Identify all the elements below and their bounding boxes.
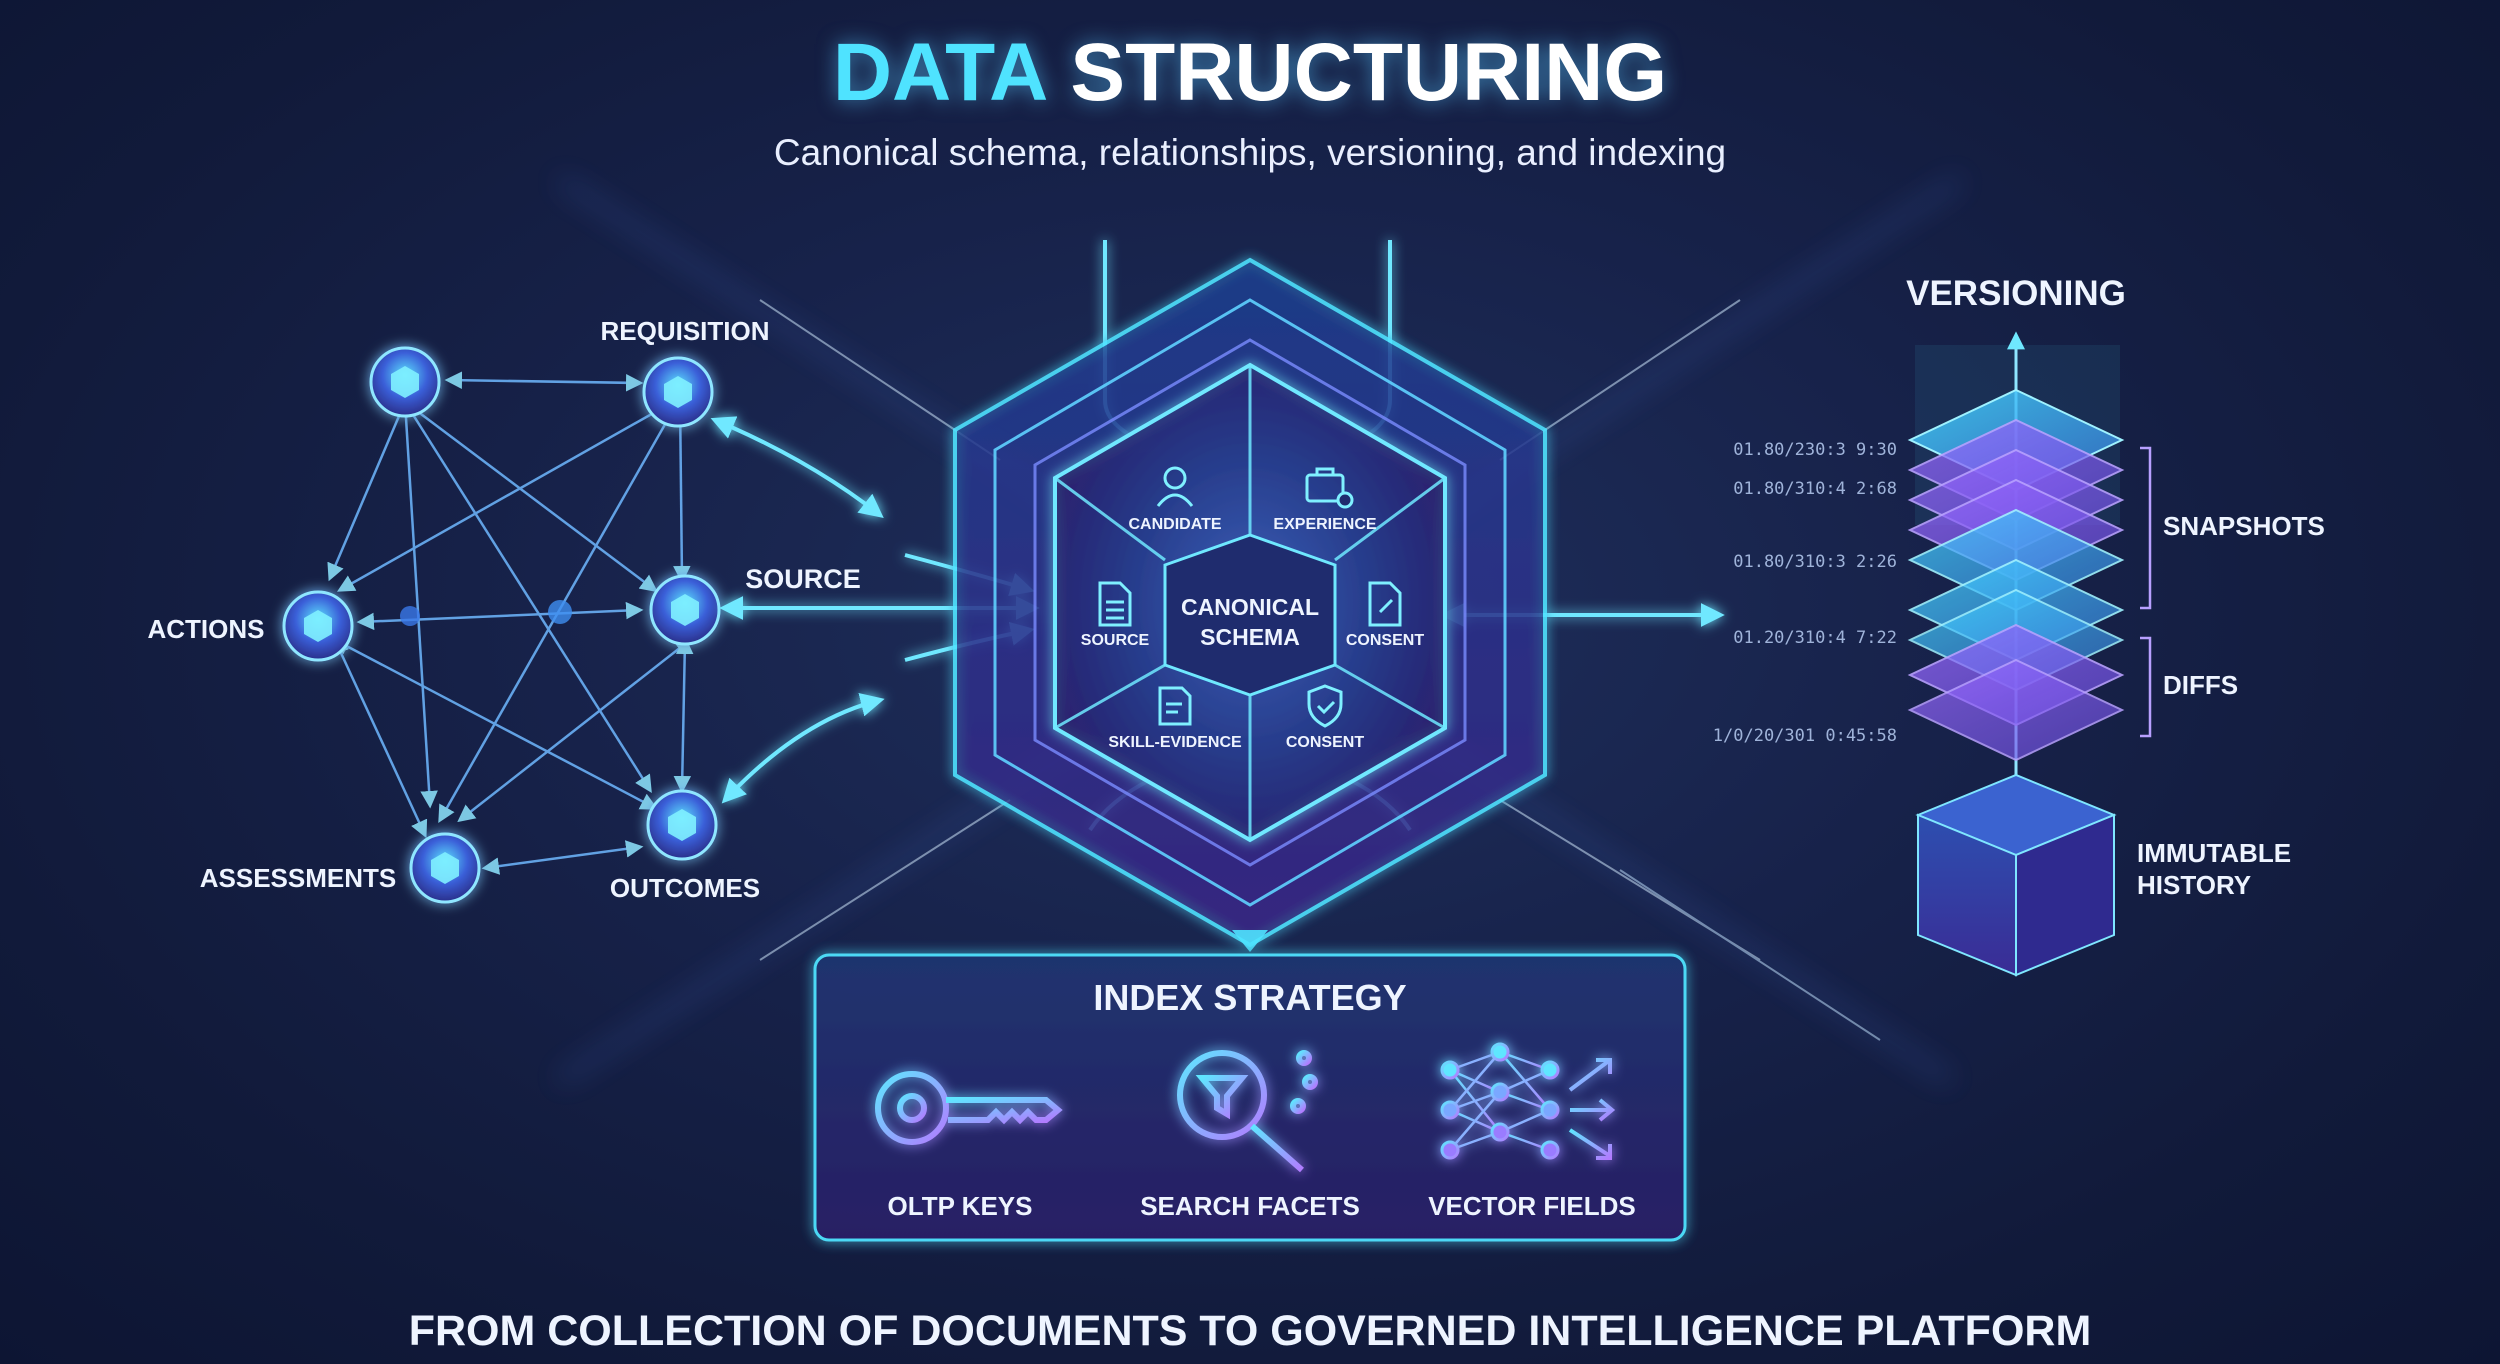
segment-candidate: CANDIDATE <box>1128 516 1221 533</box>
versioning-title: VERSIONING <box>1906 274 2126 313</box>
index-strategy-panel: INDEX STRATEGY <box>813 953 1687 1242</box>
node-top-left[interactable] <box>369 346 441 418</box>
snapshots-label: SNAPSHOTS <box>2163 511 2325 541</box>
canonical-schema-hex: CANONICAL SCHEMA CANDIDATE EXP <box>953 257 1547 952</box>
consent-document-icon <box>1368 581 1402 627</box>
label-assessments: ASSESSMENTS <box>200 863 397 893</box>
document-icon <box>1098 581 1132 627</box>
segment-skill-evidence: SKILL-EVIDENCE <box>1108 734 1242 751</box>
timestamp-3: 01.80/310:3 2:26 <box>1733 552 1897 572</box>
neural-network-icon <box>1440 1042 1616 1160</box>
segment-source: SOURCE <box>1081 632 1150 649</box>
versioning-stack: VERSIONING SNAPSHOTS DIFFS IMMUTABLE HIS… <box>1713 274 2325 977</box>
title-rest: STRUCTURING <box>1070 27 1667 118</box>
history-label-line2: HISTORY <box>2137 870 2251 900</box>
shield-check-icon <box>1307 684 1343 728</box>
candidate-icon <box>1156 466 1194 507</box>
schema-center-line1: CANONICAL <box>1181 594 1319 620</box>
timestamp-1: 01.80/230:3 9:30 <box>1733 440 1897 460</box>
index-item-search-facets: SEARCH FACETS <box>1140 1191 1360 1221</box>
key-icon <box>875 1071 1063 1145</box>
title-accent: DATA <box>833 27 1049 118</box>
segment-experience: EXPERIENCE <box>1273 516 1376 533</box>
schema-center-line2: SCHEMA <box>1200 624 1300 650</box>
segment-consent-right: CONSENT <box>1346 632 1424 649</box>
relationship-graph: REQUISITION ACTIONS SOURCE ASSESSMENTS O… <box>148 316 861 904</box>
segment-consent-bottom: CONSENT <box>1286 734 1364 751</box>
node-requisition[interactable] <box>642 356 714 428</box>
index-item-oltp-keys: OLTP KEYS <box>888 1191 1033 1221</box>
timestamp-2: 01.80/310:4 2:68 <box>1733 479 1897 499</box>
skill-evidence-icon <box>1158 686 1192 726</box>
footer-tagline: FROM COLLECTION OF DOCUMENTS TO GOVERNED… <box>409 1307 2092 1355</box>
index-title: INDEX STRATEGY <box>1093 977 1406 1018</box>
history-label-line1: IMMUTABLE <box>2137 838 2291 868</box>
diffs-label: DIFFS <box>2163 670 2238 700</box>
node-source[interactable] <box>649 574 721 646</box>
label-actions: ACTIONS <box>148 614 265 644</box>
subtitle: Canonical schema, relationships, version… <box>774 132 1726 173</box>
node-assessments[interactable] <box>409 832 481 904</box>
label-source: SOURCE <box>745 564 861 594</box>
index-item-vector-fields: VECTOR FIELDS <box>1428 1191 1636 1221</box>
timestamp-4: 01.20/310:4 7:22 <box>1733 628 1897 648</box>
timestamp-5: 1/0/20/301 0:45:58 <box>1713 726 1897 746</box>
node-actions[interactable] <box>282 590 354 662</box>
briefcase-icon <box>1305 467 1354 509</box>
node-outcomes[interactable] <box>646 789 718 861</box>
label-outcomes: OUTCOMES <box>610 873 760 903</box>
search-facets-icon <box>1177 1050 1320 1173</box>
label-requisition: REQUISITION <box>600 316 769 346</box>
